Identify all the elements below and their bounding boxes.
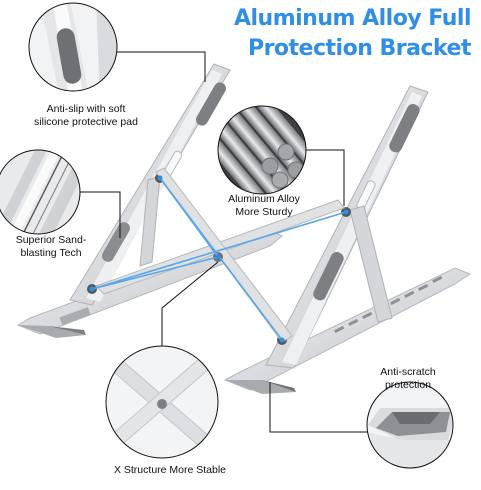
caption-anti-scratch-line-1: Anti-scratch <box>380 366 436 378</box>
caption-aluminum-alloy: Aluminum Alloy More Sturdy <box>212 193 316 219</box>
caption-anti-slip-line-1: Anti-slip with soft <box>46 103 126 115</box>
caption-sandblasting: Superior Sand- blasting Tech <box>2 234 100 260</box>
caption-anti-scratch-line-2: protection <box>384 379 432 391</box>
zoom-antiscratch-pad <box>366 381 454 469</box>
caption-anti-slip: Anti-slip with soft silicone protective … <box>6 103 166 129</box>
connector-dots <box>89 175 349 343</box>
title-line-1: Aluminum Alloy Full <box>233 6 472 31</box>
caption-sandblasting-line-1: Superior Sand- <box>15 234 87 246</box>
caption-sandblasting-line-2: blasting Tech <box>20 247 82 259</box>
caption-x-structure-line-1: X Structure More Stable <box>113 464 227 476</box>
caption-anti-scratch: Anti-scratch protection <box>348 366 468 392</box>
caption-alloy-line-2: More Sturdy <box>235 206 293 218</box>
right-stand <box>223 85 472 394</box>
zoom-x-structure <box>105 345 219 459</box>
zoom-aluminum-rods <box>217 105 307 195</box>
connector-lines <box>91 177 347 341</box>
title-line-2: Protection Bracket <box>247 36 472 61</box>
caption-alloy-line-1: Aluminum Alloy <box>228 193 300 205</box>
zoom-sandblasting <box>0 149 81 235</box>
caption-anti-slip-line-2: silicone protective pad <box>34 116 138 128</box>
zoom-antislip-pad <box>28 2 118 92</box>
page-title: Aluminum Alloy Full Protection Bracket <box>221 4 472 64</box>
caption-x-structure: X Structure More Stable <box>90 464 250 477</box>
